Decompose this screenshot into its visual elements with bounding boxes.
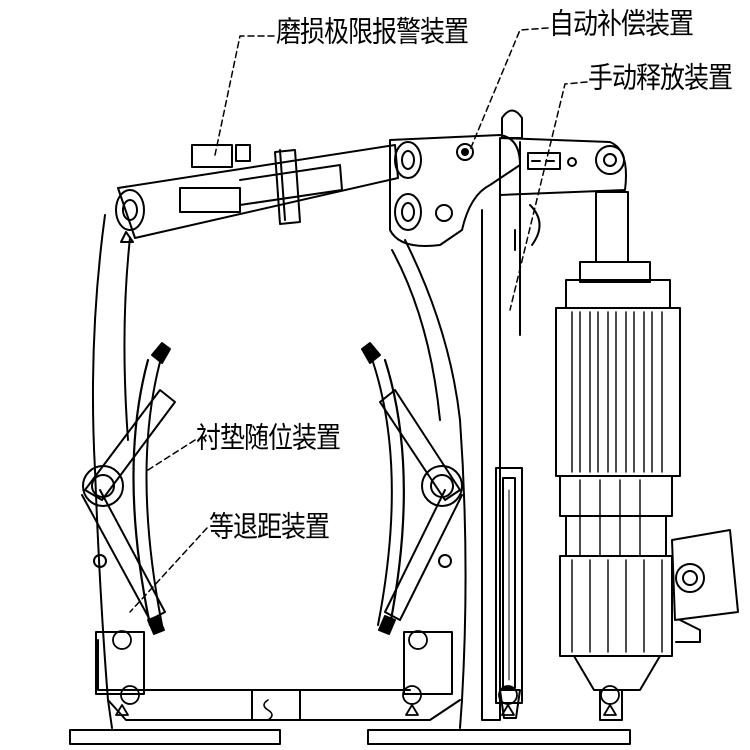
right-brake-shoe — [361, 342, 463, 635]
right-frame-column — [481, 209, 523, 721]
top-left-arm — [115, 144, 399, 243]
label-wear-limit-alarm: 磨损极限报警装置 — [276, 14, 469, 49]
hydraulic-thruster — [555, 191, 681, 721]
top-crank-body — [389, 109, 523, 247]
compensation-unit — [499, 137, 627, 336]
leader-lines — [129, 27, 588, 613]
label-lining-follow: 衬垫随位装置 — [196, 420, 341, 455]
bottom-linkage — [139, 689, 411, 721]
label-equal-retreat: 等退距装置 — [209, 509, 330, 544]
left-brake-arm — [91, 214, 281, 729]
base-plates — [69, 729, 631, 745]
right-brake-arm — [269, 239, 467, 729]
label-auto-compensation: 自动补偿装置 — [549, 6, 694, 41]
label-manual-release: 手动释放装置 — [588, 60, 733, 95]
motor-box — [671, 529, 739, 643]
pivot-pins — [112, 630, 620, 716]
left-brake-shoe — [81, 342, 176, 635]
